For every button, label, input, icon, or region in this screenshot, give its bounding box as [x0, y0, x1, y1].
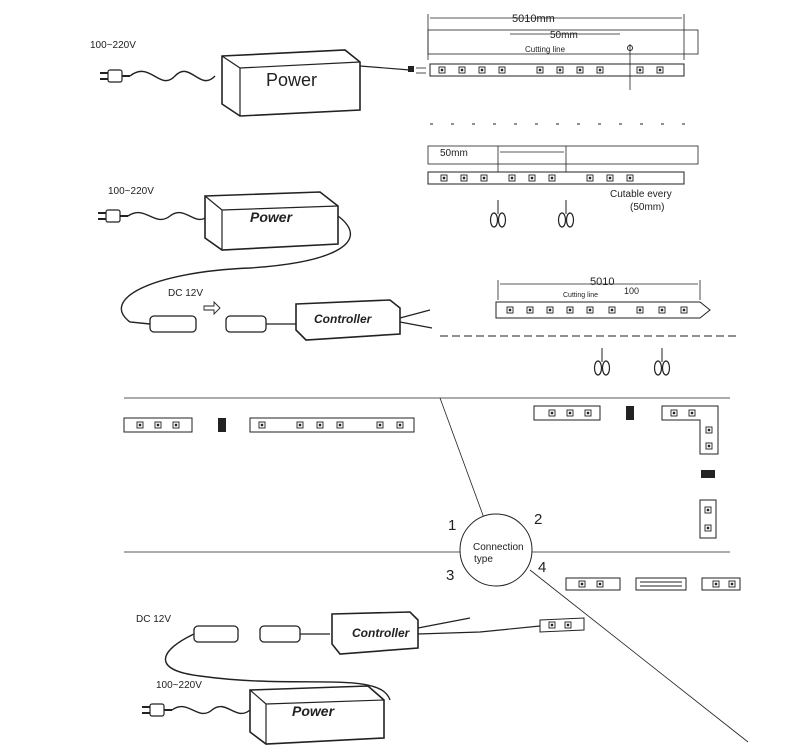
controller-box	[331, 611, 419, 655]
cutable-every-value: (50mm)	[630, 202, 664, 213]
connection-type-line-1: Connection	[473, 542, 524, 553]
power-cord	[129, 70, 216, 82]
scissors-icon	[593, 347, 611, 376]
controller-label-1: Controller	[314, 312, 373, 326]
power-label-2: Power	[250, 209, 294, 225]
voltage-in-label-3: 100~220V	[156, 680, 202, 691]
power-label-1: Power	[266, 70, 317, 90]
scissors-icon	[489, 199, 507, 228]
power-supply-box	[221, 49, 361, 117]
scissors-icon	[653, 347, 671, 376]
dc-voltage-label-2: DC 12V	[136, 614, 171, 625]
quadrant-3-label: 3	[446, 567, 454, 584]
connection-type-line-2: type	[474, 554, 493, 565]
quadrant-4-label: 4	[538, 559, 546, 576]
middle-strip: 5010 Cutting line 100	[440, 276, 740, 376]
top-strip-dimension: 5010mm 50mm Cutting line	[416, 13, 700, 125]
power-supply-box	[249, 685, 385, 745]
voltage-in-label-1: 100~220V	[90, 40, 136, 51]
connection-type-circle	[459, 513, 533, 587]
mains-plug-icon	[141, 703, 173, 717]
dim-segment-label-2: 50mm	[440, 148, 468, 159]
top-power-assembly: 100~220V Power	[90, 40, 414, 117]
dc-voltage-label-1: DC 12V	[168, 288, 203, 299]
controller-label-2: Controller	[352, 626, 411, 640]
dim-segment-label: 50mm	[550, 30, 578, 41]
middle-assembly: 100~220V Power DC 12V Controller	[97, 186, 433, 341]
connection-types: Connection type 1 2 3 4	[123, 397, 749, 743]
cutting-line-label-2: Cutting line	[563, 292, 598, 299]
dim-segment-short-label: 100	[624, 286, 639, 296]
cutable-every-label: Cutable every	[610, 189, 672, 200]
power-supply-box	[204, 191, 339, 251]
quadrant-2-label: 2	[534, 511, 542, 528]
cut-detail: 50mm Cutable every (50mm)	[427, 145, 699, 228]
voltage-in-label-2: 100~220V	[108, 186, 154, 197]
controller-box	[295, 299, 401, 341]
cutting-line-label: Cutting line	[525, 45, 566, 54]
dim-total-short-label: 5010	[590, 276, 614, 288]
dim-total-label: 5010mm	[512, 13, 555, 25]
bottom-assembly: DC 12V Controller 100~220V Power	[136, 611, 585, 745]
mains-plug-icon	[99, 69, 131, 83]
power-label-3: Power	[292, 703, 336, 719]
mains-plug-icon	[97, 209, 129, 223]
scissors-icon	[557, 199, 575, 228]
quadrant-1-label: 1	[448, 517, 456, 534]
